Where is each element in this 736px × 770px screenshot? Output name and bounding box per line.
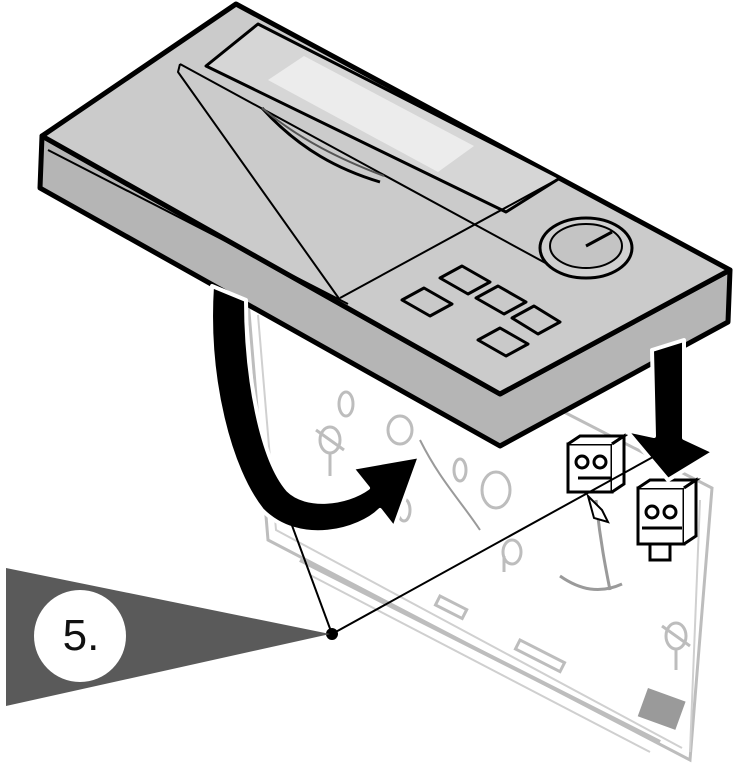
curved-arrow-icon [209, 284, 422, 535]
key-4 [400, 286, 454, 318]
down-arrow-icon [624, 338, 716, 482]
keypad [400, 264, 562, 358]
terminal-block-upper [566, 433, 629, 494]
display-screen [268, 56, 474, 172]
controller-device [37, 1, 733, 449]
leader-lines [289, 451, 663, 635]
leader-dot [326, 628, 338, 640]
step-number-label: 5. [62, 611, 100, 660]
step-number-badge [34, 590, 126, 682]
controller-top [39, 1, 733, 397]
cable-connector [586, 492, 610, 524]
key-3 [510, 304, 562, 336]
key-1 [438, 264, 492, 296]
terminal-block-lower [636, 477, 701, 562]
key-2 [474, 284, 528, 316]
rotary-knob-icon [538, 216, 634, 280]
key-5 [476, 326, 530, 358]
